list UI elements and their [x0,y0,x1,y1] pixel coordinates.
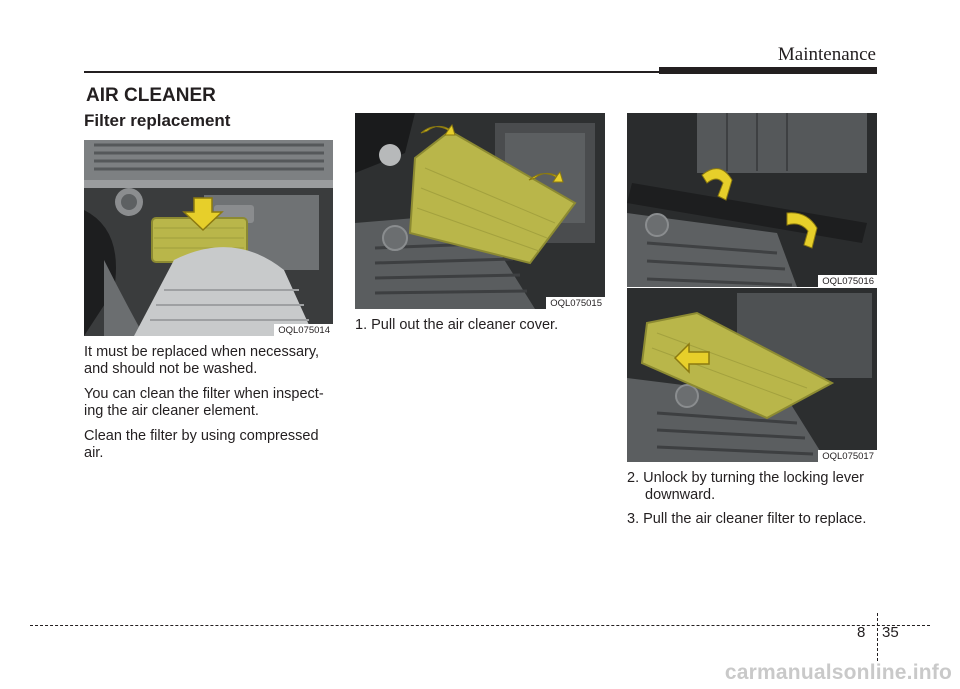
figure-engine-bay-filter-location: OQL075014 [84,140,333,336]
step-item: 2. Unlock by turning the locking lever d… [627,470,864,503]
engine-photo-2 [355,113,605,309]
lever-arrow-icon [786,212,818,249]
chapter-number: 8 [857,624,866,641]
step-item: 1. Pull out the air cleaner cover. [355,317,559,333]
figure-code: OQL075014 [274,324,333,336]
header-title: Maintenance [777,44,876,65]
figure-code: OQL075016 [818,275,877,287]
figure-pull-filter: OQL075017 [627,288,877,462]
paragraph: You can clean the filter when inspect-in… [84,386,324,419]
figure-pull-out-cover: OQL075015 [355,113,605,309]
engine-photo-3 [627,113,877,287]
curved-arrow-icon [420,123,456,136]
header-rule-thin [84,71,664,73]
steps-list-1: 1. Pull out the air cleaner cover. [355,317,605,341]
section-subtitle: Filter replacement [84,111,231,130]
figure-code: OQL075017 [818,450,877,462]
watermark: carmanualsonline.info [724,661,952,684]
figure-unlock-levers: OQL075016 [627,113,877,287]
page-number: 35 [882,624,899,641]
engine-photo-1 [84,140,333,336]
steps-list-2: 2. Unlock by turning the locking lever d… [627,470,882,535]
lever-arrow-icon [701,168,733,201]
figure-code: OQL075015 [546,297,605,309]
step-item: 3. Pull the air cleaner filter to replac… [627,511,867,527]
down-arrow-icon [182,197,224,232]
header-rule-thick [659,67,877,74]
paragraph: Clean the filter by using compressed air… [84,428,319,461]
left-arrow-icon [673,342,710,374]
curved-arrow-icon [528,170,564,183]
body-text: It must be replaced when necessary, and … [84,344,340,470]
footer-divider [877,613,878,661]
engine-photo-4 [627,288,877,462]
footer-rule [30,625,930,626]
section-title: AIR CLEANER [86,85,216,106]
paragraph: It must be replaced when necessary, and … [84,344,320,377]
